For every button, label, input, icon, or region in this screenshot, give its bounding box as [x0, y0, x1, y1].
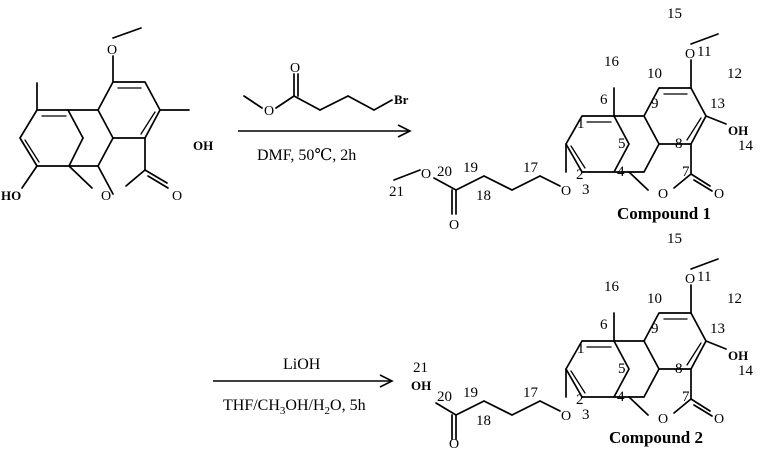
carbonyl-oxygen-label: O — [172, 189, 182, 204]
c2-lactone-carbonyl: O — [714, 412, 724, 427]
c1-num-4: 4 — [617, 164, 625, 180]
c2-carbonyl-oxygen: O — [449, 437, 459, 449]
reaction-2-reagent: LiOH — [283, 356, 321, 373]
c2-num-1: 1 — [577, 341, 585, 357]
reagent-ester-oxygen: O — [264, 104, 274, 119]
c1-num-15: 15 — [667, 6, 682, 22]
c2-hydroxyl: OH — [728, 348, 748, 363]
c1-num-7: 7 — [682, 164, 690, 180]
reaction-1-conditions: DMF, 50℃, 2h — [257, 147, 356, 164]
c2-num-21: 21 — [413, 360, 428, 376]
c1-num-18: 18 — [476, 188, 491, 204]
ring-oxygen-label: O — [101, 189, 111, 204]
reagent-1: O O Br — [243, 61, 409, 119]
c1-num-6: 6 — [600, 92, 608, 108]
c1-num-21: 21 — [389, 184, 404, 200]
c1-num-14: 14 — [738, 138, 754, 154]
c1-num-11: 11 — [697, 44, 711, 60]
c1-num-12: 12 — [727, 66, 742, 82]
methoxy-oxygen-label: O — [107, 43, 117, 58]
starting-material: HO OH O O O — [1, 27, 213, 204]
c1-num-5: 5 — [618, 136, 626, 152]
hydroxyl-right-label: OH — [193, 138, 213, 153]
c2-ether-oxygen: O — [561, 409, 571, 424]
c2-num-4: 4 — [617, 389, 625, 405]
c1-ring-oxygen: O — [658, 187, 668, 202]
reaction-2-conditions: THF/CH3OH/H2O, 5h — [223, 397, 366, 417]
c2-num-14: 14 — [738, 363, 754, 379]
c2-num-18: 18 — [476, 413, 491, 429]
compound-2-name: Compound 2 — [609, 428, 703, 447]
c1-methoxy-oxygen: O — [685, 47, 695, 62]
c1-num-13: 13 — [710, 96, 725, 112]
c2-num-7: 7 — [682, 389, 690, 405]
c2-num-15: 15 — [667, 231, 682, 247]
c2-num-10: 10 — [647, 291, 662, 307]
c2-num-8: 8 — [675, 361, 683, 377]
c2-num-3: 3 — [582, 407, 590, 423]
c1-carbonyl-oxygen: O — [449, 218, 459, 233]
hydroxyl-left-label: HO — [1, 188, 21, 203]
reagent-bromine: Br — [394, 92, 409, 107]
c1-ether-oxygen: O — [561, 184, 571, 199]
c1-num-1: 1 — [577, 116, 585, 132]
compound-1-structure: O O O O O O OH 1 2 3 4 5 6 7 8 9 10 11 1… — [389, 6, 754, 233]
c2-ring-oxygen: O — [658, 412, 668, 427]
compound-2-structure: OH O O O O O OH 1 2 3 4 5 6 7 8 9 10 11 … — [411, 231, 754, 449]
c1-num-2: 2 — [576, 167, 584, 183]
reaction-arrow-1 — [238, 124, 412, 138]
c1-num-16: 16 — [604, 54, 620, 70]
c1-num-10: 10 — [647, 66, 662, 82]
c2-num-2: 2 — [576, 392, 584, 408]
c2-num-5: 5 — [618, 361, 626, 377]
c1-lactone-carbonyl: O — [714, 187, 724, 202]
c2-num-19: 19 — [463, 385, 478, 401]
c1-num-8: 8 — [675, 136, 683, 152]
c1-num-3: 3 — [582, 182, 590, 198]
c1-num-20: 20 — [437, 164, 452, 180]
c2-num-9: 9 — [651, 321, 659, 337]
c2-num-16: 16 — [604, 279, 620, 295]
c2-num-11: 11 — [697, 269, 711, 285]
c2-num-12: 12 — [727, 291, 742, 307]
c2-num-13: 13 — [710, 321, 725, 337]
compound-1-name: Compound 1 — [617, 204, 711, 223]
c1-num-9: 9 — [651, 96, 659, 112]
c1-ester-oxygen: O — [421, 167, 431, 182]
c2-methoxy-oxygen: O — [685, 272, 695, 287]
c1-num-19: 19 — [463, 160, 478, 176]
c2-num-20: 20 — [437, 389, 452, 405]
c2-num-17: 17 — [523, 385, 539, 401]
c2-num-6: 6 — [600, 317, 608, 333]
reagent-carbonyl-oxygen: O — [290, 61, 300, 76]
reaction-arrow-2 — [213, 374, 394, 388]
c2-acid-hydroxyl: OH — [411, 378, 431, 393]
c1-num-17: 17 — [523, 160, 539, 176]
c1-hydroxyl: OH — [728, 123, 748, 138]
